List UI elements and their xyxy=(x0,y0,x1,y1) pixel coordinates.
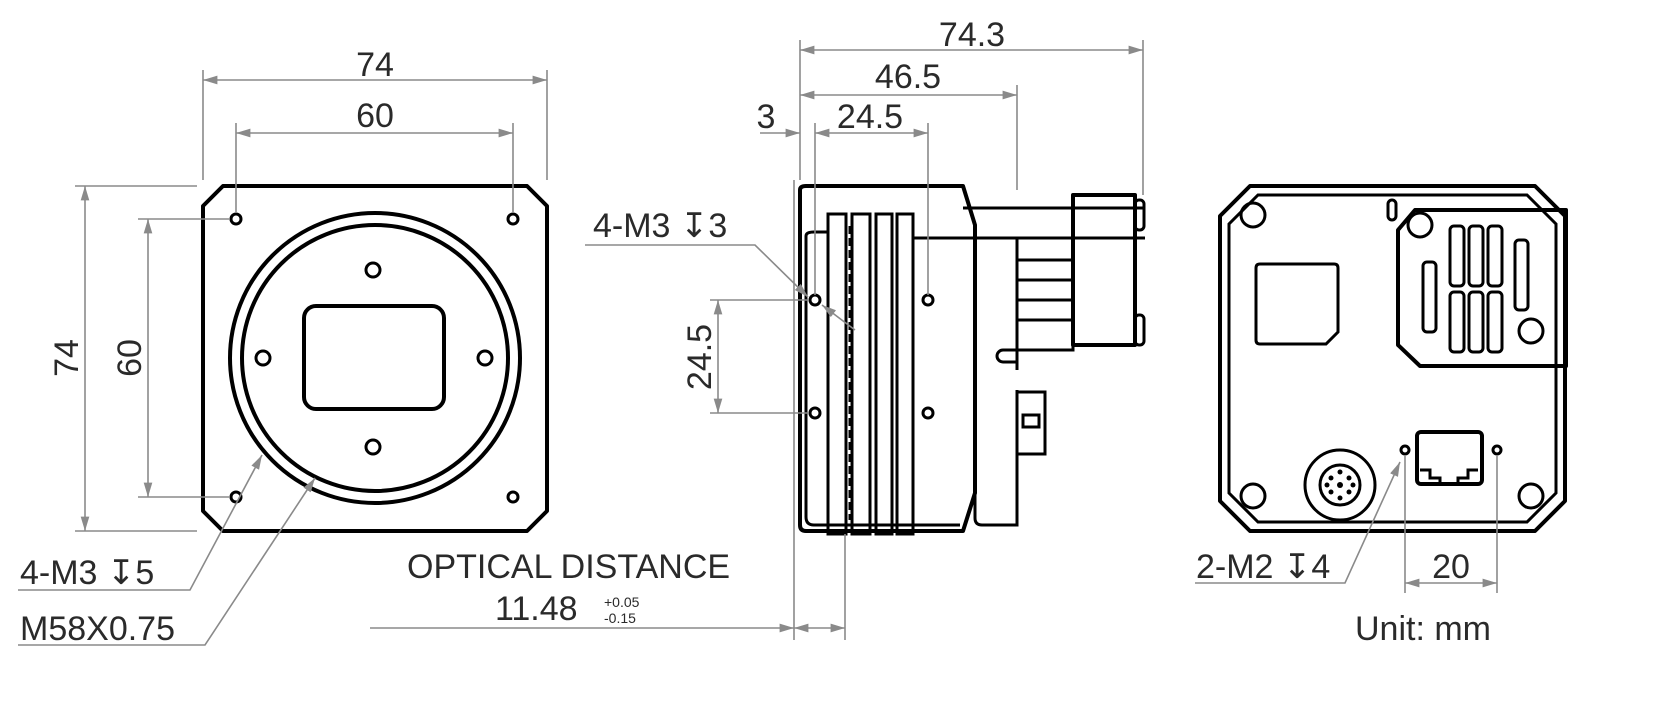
front-offset-label: 3 xyxy=(757,98,776,136)
total-length-label: 74.3 xyxy=(939,16,1005,54)
screw-icon xyxy=(254,261,494,456)
tolerance-plus: +0.05 xyxy=(604,594,640,610)
front-view: 74 60 74 60 4-M3 ↧5 M58X0.75 xyxy=(18,46,549,648)
io-connector-icon xyxy=(1303,448,1377,522)
back-hole-spacing-label: 20 xyxy=(1432,548,1470,586)
hole-spacing-horizontal-label: 24.5 xyxy=(837,98,903,136)
front-width-outer-label: 74 xyxy=(356,46,394,84)
front-height-outer-label: 74 xyxy=(48,339,86,377)
tolerance-minus: -0.15 xyxy=(604,610,636,626)
optical-distance-value: 11.48 xyxy=(495,590,578,628)
side-view: 74.3 46.5 24.5 3 24.5 4-M3 ↧3 OPTICAL DI… xyxy=(370,16,1146,640)
unit-label: Unit: mm xyxy=(1355,610,1491,648)
front-height-holes-label: 60 xyxy=(111,339,149,377)
screw-icon xyxy=(1517,317,1545,345)
back-view: 2-M2 ↧4 20 Unit: mm xyxy=(1195,184,1568,648)
front-width-holes-label: 60 xyxy=(356,97,394,135)
screw-icon xyxy=(1406,211,1434,239)
hole-spacing-vertical-label: 24.5 xyxy=(681,324,719,390)
body-length-label: 46.5 xyxy=(875,58,941,96)
ethernet-port-icon xyxy=(1415,430,1484,486)
lens-mount-label: M58X0.75 xyxy=(20,610,175,648)
back-screw-holes-label: 2-M2 ↧4 xyxy=(1196,548,1330,586)
optical-distance-label: OPTICAL DISTANCE xyxy=(407,548,730,586)
side-mount-holes-label: 4-M3 ↧3 xyxy=(593,207,727,245)
front-mount-holes-label: 4-M3 ↧5 xyxy=(20,554,154,592)
